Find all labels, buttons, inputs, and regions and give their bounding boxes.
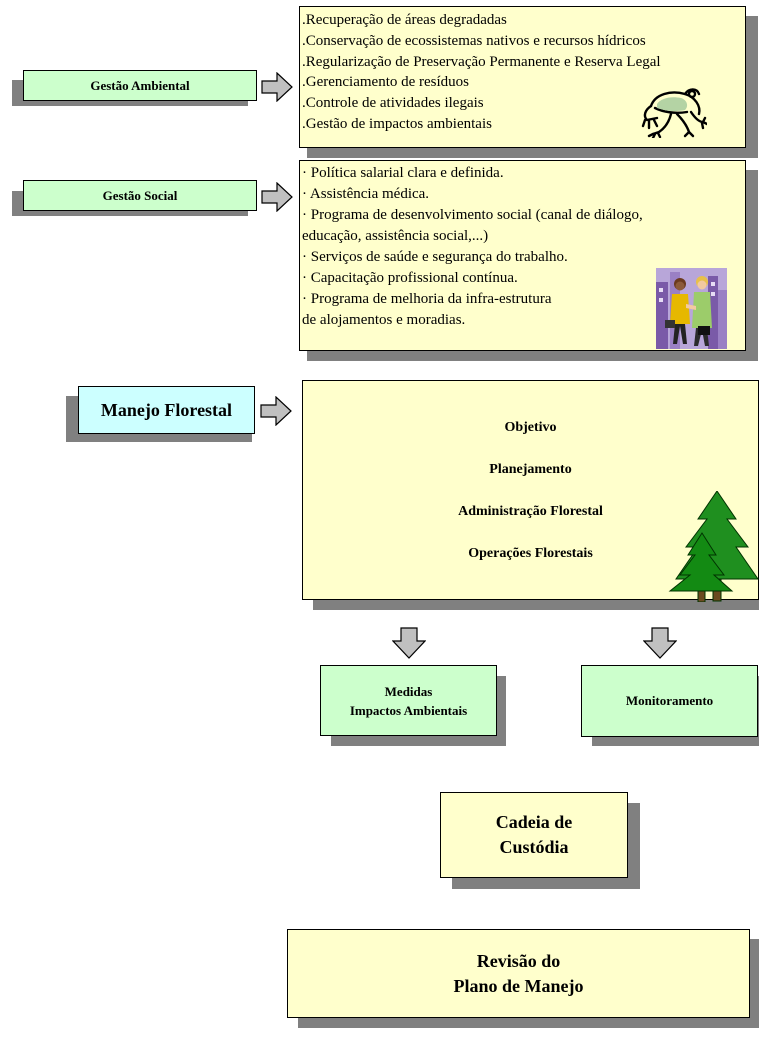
ambiental-label-box: Gestão Ambiental bbox=[23, 70, 257, 101]
manejo-label-box: Manejo Florestal bbox=[78, 386, 255, 434]
medidas-line1: Medidas bbox=[384, 683, 433, 699]
ambiental-item: .Controle de atividades ilegais bbox=[302, 95, 484, 112]
arrow-down-icon bbox=[643, 627, 677, 659]
social-item: · Programa de desenvolvimento social (ca… bbox=[302, 207, 643, 223]
arrow-right-icon bbox=[261, 72, 293, 102]
cadeia-line2: Custódia bbox=[499, 837, 569, 857]
social-item: · Programa de melhoria da infra-estrutur… bbox=[302, 291, 552, 307]
arrow-right-icon bbox=[261, 182, 293, 212]
monitoramento-label: Monitoramento bbox=[625, 693, 714, 708]
cadeia-box: Cadeia de Custódia bbox=[440, 792, 628, 878]
social-item: de alojamentos e moradias. bbox=[302, 312, 466, 328]
social-item: · Capacitação profissional contínua. bbox=[302, 270, 518, 286]
social-label-box: Gestão Social bbox=[23, 180, 257, 211]
manejo-items-box: Objetivo Planejamento Administração Flor… bbox=[302, 380, 759, 600]
medidas-box: Medidas Impactos Ambientais bbox=[320, 665, 497, 736]
revisao-line1: Revisão do bbox=[476, 950, 561, 971]
social-item: · Serviços de saúde e segurança do traba… bbox=[302, 249, 568, 265]
cadeia-line1: Cadeia de bbox=[495, 812, 573, 832]
social-item: · Política salarial clara e definida. bbox=[302, 165, 504, 181]
revisao-box: Revisão do Plano de Manejo bbox=[287, 929, 750, 1018]
ambiental-list-box: .Recuperação de áreas degradadas .Conser… bbox=[299, 6, 746, 148]
ambiental-item: .Gestão de impactos ambientais bbox=[302, 115, 492, 132]
ambiental-item: .Conservação de ecossistemas nativos e r… bbox=[302, 32, 646, 49]
social-list-box: · Política salarial clara e definida. · … bbox=[299, 160, 746, 351]
frog-icon bbox=[641, 88, 707, 138]
manejo-item: Operações Florestais bbox=[468, 546, 593, 561]
manejo-item: Administração Florestal bbox=[458, 504, 603, 519]
pine-trees-icon bbox=[668, 491, 759, 602]
arrow-right-icon bbox=[260, 396, 292, 426]
revisao-line2: Plano de Manejo bbox=[453, 975, 584, 996]
ambiental-item: .Regularização de Preservação Permanente… bbox=[302, 53, 661, 70]
social-item: · Assistência médica. bbox=[302, 186, 430, 202]
handshake-icon bbox=[656, 268, 727, 349]
ambiental-item: .Gerenciamento de resíduos bbox=[302, 74, 470, 91]
manejo-label: Manejo Florestal bbox=[100, 399, 233, 420]
manejo-item: Objetivo bbox=[504, 420, 557, 435]
manejo-item: Planejamento bbox=[489, 462, 572, 477]
ambiental-item: .Recuperação de áreas degradadas bbox=[302, 12, 507, 28]
social-label: Gestão Social bbox=[102, 187, 178, 203]
monitoramento-box: Monitoramento bbox=[581, 665, 758, 737]
social-item: educação, assistência social,...) bbox=[302, 228, 489, 244]
ambiental-label: Gestão Ambiental bbox=[90, 77, 190, 93]
arrow-down-icon bbox=[392, 627, 426, 659]
medidas-line2: Impactos Ambientais bbox=[349, 702, 468, 718]
